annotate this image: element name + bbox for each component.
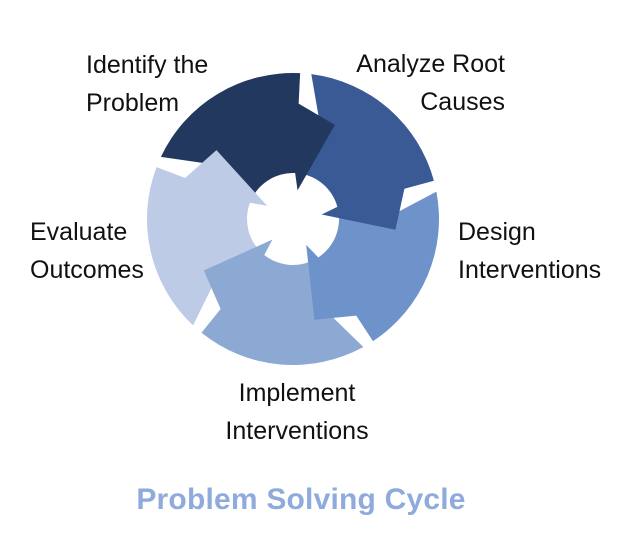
label-design-interventions: Design Interventions <box>458 213 601 289</box>
label-line: Evaluate <box>30 218 128 246</box>
label-line: Implement <box>238 379 356 407</box>
cycle-arrowhead-design-interventions <box>306 244 373 320</box>
cycle-body-design-interventions <box>318 191 439 342</box>
cycle-arrowhead-evaluate-outcomes <box>172 150 268 206</box>
cycle-arrowhead-identify-the-problem <box>284 95 335 191</box>
cycle-body-implement-interventions <box>201 254 364 365</box>
label-line: Causes <box>420 88 505 116</box>
cycle-arrowhead-analyze-root-causes <box>321 172 408 230</box>
label-line: Interventions <box>225 417 369 445</box>
diagram-title: Problem Solving Cycle <box>136 483 466 516</box>
label-line: Problem <box>86 89 180 117</box>
label-line: Design <box>458 218 536 246</box>
label-analyze-root-causes: Analyze Root Causes <box>356 45 505 121</box>
cycle-body-identify-the-problem <box>160 72 301 200</box>
label-evaluate-outcomes: Evaluate Outcomes <box>30 213 144 289</box>
label-line: Outcomes <box>30 256 144 284</box>
cycle-body-evaluate-outcomes <box>147 167 262 326</box>
cycle-body-analyze-root-causes <box>298 74 434 207</box>
label-line: Analyze Root <box>356 50 505 78</box>
cycle-arrowhead-implement-interventions <box>203 239 273 325</box>
label-identify-the-problem: Identify the Problem <box>86 46 208 122</box>
label-line: Identify the <box>86 51 209 79</box>
label-line: Interventions <box>458 256 602 284</box>
label-implement-interventions: Implement Interventions <box>225 374 368 450</box>
